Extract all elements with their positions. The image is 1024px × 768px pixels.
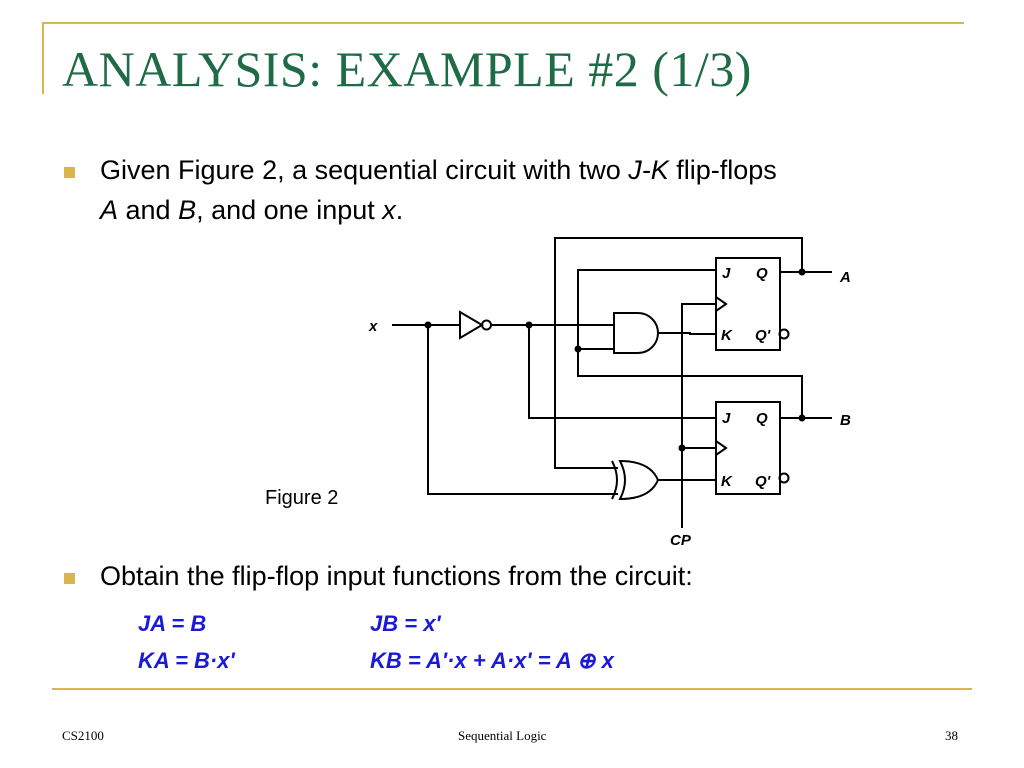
footer-divider [52, 688, 972, 690]
bullet-1-text-a: Given Figure 2, a sequential circuit wit… [100, 155, 629, 185]
equation-jb: JB = x' [370, 611, 441, 636]
ffb-q-label: Q [756, 410, 768, 427]
input-x-label: x [368, 318, 378, 335]
bullet-1-line-2: A and B, and one input x. [100, 190, 403, 230]
output-a-label: A [839, 269, 851, 286]
bullet-1-rest: , and one input [196, 195, 383, 225]
bullet-marker-1 [64, 167, 75, 178]
clock-marker-b [715, 440, 728, 456]
junction-clock [678, 444, 686, 452]
bullet-2-text: Obtain the flip-flop input functions fro… [100, 561, 693, 591]
and-gate [613, 312, 659, 354]
junction-xprime [525, 321, 533, 329]
ffa-j-label: J [722, 265, 731, 282]
bullet-1-b: B [178, 195, 197, 225]
bullet-1-end: . [395, 195, 404, 225]
junction-b-and [574, 345, 582, 353]
bullet-marker-2 [64, 573, 75, 584]
qbar-bubble-b [778, 472, 790, 484]
footer-topic: Sequential Logic [458, 728, 547, 743]
bullet-1-x: x [382, 195, 396, 225]
qbar-bubble-a [778, 328, 790, 340]
junction-qb [798, 414, 806, 422]
junction-qa [798, 268, 806, 276]
ffa-qbar-label: Q' [755, 327, 771, 344]
equation-ja: JA = B [138, 611, 207, 636]
footer-course: CS2100 [62, 728, 104, 743]
junction-x [424, 321, 432, 329]
frame-left-line [42, 22, 44, 94]
frame-top-line [42, 22, 964, 24]
ffb-qbar-label: Q' [755, 473, 771, 490]
bullet-1-jk: J-K [628, 155, 669, 185]
output-b-label: B [840, 412, 851, 429]
ffa-q-label: Q [756, 265, 768, 282]
ffa-k-label: K [721, 327, 733, 344]
ffb-k-label: K [721, 473, 733, 490]
slide-title: ANALYSIS: EXAMPLE #2 (1/3) [62, 41, 752, 97]
equation-kb: KB = A'·x + A·x' = A ⊕ x [370, 648, 614, 673]
bullet-1-and: and [118, 195, 179, 225]
bullet-1-a: A [100, 195, 119, 225]
footer-page-number: 38 [945, 728, 958, 743]
clock-label: CP [670, 532, 692, 549]
bullet-1-text-b: flip-flops [668, 155, 777, 185]
not-gate [459, 310, 484, 340]
ffb-j-label: J [722, 410, 731, 427]
bullet-1-line-1: Given Figure 2, a sequential circuit wit… [100, 150, 777, 190]
clock-marker-a [715, 296, 728, 312]
equation-ka: KA = B·x' [138, 648, 235, 673]
xor-gate [618, 459, 660, 501]
figure-caption: Figure 2 [265, 487, 339, 509]
